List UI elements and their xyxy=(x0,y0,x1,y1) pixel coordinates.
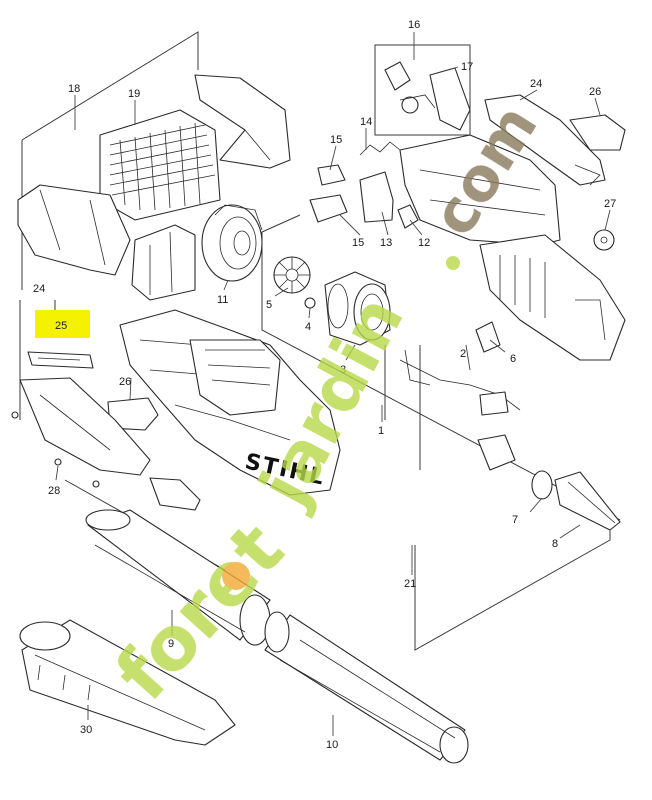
assembly-outline-lines xyxy=(19,31,621,651)
part-fan-housing xyxy=(131,224,196,301)
label-6: 6 xyxy=(510,353,516,365)
part-30-flat-nozzle xyxy=(19,619,236,746)
label-24b: 24 xyxy=(33,283,45,295)
label-28: 28 xyxy=(48,485,60,497)
part-6-switch-module xyxy=(475,321,501,353)
watermark-orange-accent xyxy=(222,562,250,590)
part-27-plug xyxy=(593,229,615,251)
part-3-motor xyxy=(324,271,391,346)
part-7-ring xyxy=(531,470,553,500)
part-10-round-nozzle xyxy=(264,611,469,764)
part-rear-handle-housing xyxy=(399,134,626,361)
part-5-fan xyxy=(273,256,311,294)
label-15b: 15 xyxy=(352,237,364,249)
label-18: 18 xyxy=(68,83,80,95)
label-3: 3 xyxy=(340,364,346,376)
part-16-17-trigger xyxy=(374,44,471,136)
part-24-26-handle-covers xyxy=(484,94,626,186)
part-18-side-cover xyxy=(17,184,131,276)
label-1: 1 xyxy=(378,425,384,437)
label-21: 21 xyxy=(404,578,416,590)
leader-lines xyxy=(55,32,611,736)
label-19: 19 xyxy=(128,88,140,100)
part-8-nozzle-tip xyxy=(554,471,621,531)
label-7: 7 xyxy=(512,514,518,526)
part-11-impeller-housing xyxy=(201,204,263,282)
part-24-side-panel xyxy=(19,377,151,476)
label-30: 30 xyxy=(80,724,92,736)
label-10: 10 xyxy=(326,739,338,751)
callout-labels: 16 17 18 19 14 15 15 13 12 24 26 27 11 5… xyxy=(33,19,616,751)
label-13: 13 xyxy=(380,237,392,249)
part-2-electronics xyxy=(399,349,521,471)
label-9: 9 xyxy=(168,638,174,650)
part-12-13-14-15-switch xyxy=(309,141,419,229)
label-25: 25 xyxy=(55,320,67,332)
watermark-dot xyxy=(446,256,460,270)
label-11: 11 xyxy=(217,294,228,306)
label-17: 17 xyxy=(461,61,473,73)
part-4-washer xyxy=(304,297,316,309)
label-4: 4 xyxy=(305,321,311,333)
label-16: 16 xyxy=(408,19,420,31)
part-9-blower-tube xyxy=(85,509,271,646)
label-26b: 26 xyxy=(119,376,131,388)
label-27: 27 xyxy=(604,198,616,210)
label-2: 2 xyxy=(460,348,466,360)
part-housing-clip xyxy=(149,477,201,511)
part-duct-cover xyxy=(194,74,291,169)
part-28-screws xyxy=(11,411,100,488)
label-8: 8 xyxy=(552,538,558,550)
part-19-air-filter xyxy=(99,109,221,221)
part-1-main-housing xyxy=(119,309,341,496)
label-26a: 26 xyxy=(589,86,601,98)
label-15a: 15 xyxy=(330,134,342,146)
label-14: 14 xyxy=(360,116,372,128)
label-12: 12 xyxy=(418,237,430,249)
label-24a: 24 xyxy=(530,78,542,90)
label-5: 5 xyxy=(266,299,272,311)
part-25-badge xyxy=(27,351,94,369)
highlight-box xyxy=(35,310,90,338)
